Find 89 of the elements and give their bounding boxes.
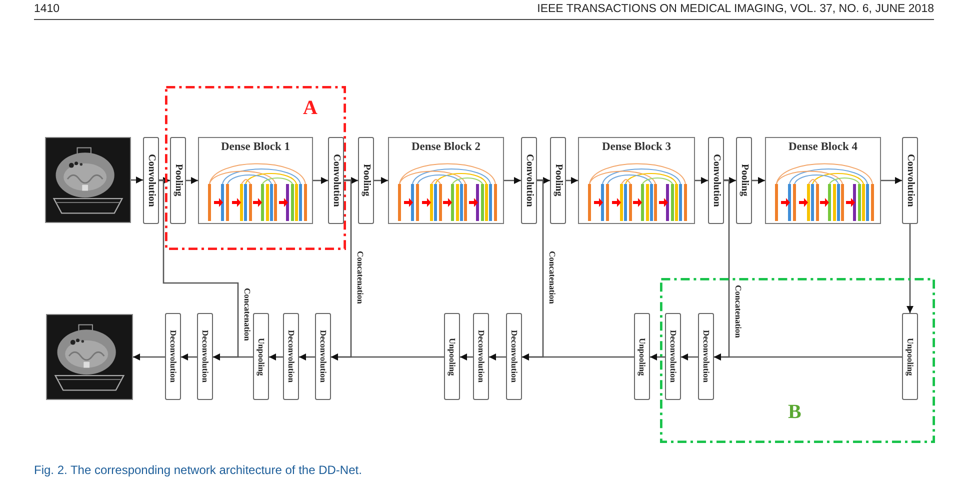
layer-box xyxy=(634,313,650,400)
layer-box xyxy=(521,137,537,224)
dash-dot-region xyxy=(660,278,935,443)
layer-box xyxy=(358,137,374,224)
layer-box xyxy=(473,313,489,400)
edge-label: Concatenation xyxy=(356,250,364,305)
region-label: A xyxy=(303,98,318,118)
layer-label: Unpooling xyxy=(448,338,456,376)
layer-label: Deconvolution xyxy=(510,330,518,383)
layer-box xyxy=(165,313,181,400)
layer-box xyxy=(315,313,331,400)
layer-label: Pooling xyxy=(173,164,183,197)
layer-label: Deconvolution xyxy=(702,330,710,383)
arrow xyxy=(650,354,665,360)
arrow xyxy=(752,177,765,184)
layer-box xyxy=(253,313,269,400)
layer-box xyxy=(283,313,299,400)
layer-box xyxy=(550,137,566,224)
arrow xyxy=(504,177,521,184)
layer-box xyxy=(143,137,159,224)
arrow xyxy=(331,179,352,360)
layer-label: Convolution xyxy=(146,154,156,207)
arrow xyxy=(299,354,315,360)
arrow xyxy=(566,177,578,184)
layer-box xyxy=(665,313,681,400)
arrow xyxy=(133,354,165,360)
dense-block-box xyxy=(198,137,313,224)
arrow xyxy=(714,179,730,360)
arrow xyxy=(460,354,473,360)
layer-box xyxy=(902,313,918,400)
block-title: Dense Block 1 xyxy=(220,142,291,154)
layer-label: Unpooling xyxy=(256,338,266,376)
layer-label: Deconvolution xyxy=(168,330,178,383)
layer-box xyxy=(170,137,186,224)
edge-label: Concatenation xyxy=(548,250,556,305)
dash-dot-region xyxy=(165,86,346,250)
arrow xyxy=(181,354,197,360)
layer-label: Convolution xyxy=(711,154,721,207)
edge-label: Concatenation xyxy=(243,287,252,342)
layer-label: Deconvolution xyxy=(318,330,328,383)
layer-box xyxy=(902,137,918,224)
dense-block-box xyxy=(388,137,504,224)
edge-label: Concatenation xyxy=(734,284,742,339)
arrow xyxy=(159,177,170,184)
layer-label: Deconvolution xyxy=(200,330,210,383)
arrow xyxy=(522,179,544,360)
layer-label: Deconvolution xyxy=(286,330,296,383)
arrow xyxy=(906,224,914,313)
layer-label: Pooling xyxy=(739,164,749,197)
arrow xyxy=(131,176,143,184)
arrow xyxy=(489,354,506,360)
layer-label: Unpooling xyxy=(906,338,914,376)
layer-box xyxy=(328,137,344,224)
layer-box xyxy=(708,137,724,224)
layer-label: Unpooling xyxy=(638,338,646,376)
layer-label: Convolution xyxy=(524,154,534,207)
arrow xyxy=(313,177,328,184)
arrow xyxy=(881,177,902,184)
layer-label: Pooling xyxy=(553,164,563,197)
layer-label: Deconvolution xyxy=(668,330,678,383)
figure-caption: Fig. 2. The corresponding network architecture of the DD-Net. xyxy=(34,463,362,477)
region-label: B xyxy=(788,402,802,422)
layer-box xyxy=(736,137,752,224)
arrow xyxy=(537,177,550,184)
arrow xyxy=(186,177,198,184)
page-number: 1410 xyxy=(34,3,60,15)
layer-box xyxy=(698,313,714,400)
layer-box xyxy=(444,313,460,400)
arrow xyxy=(269,354,283,360)
arrow xyxy=(681,354,698,360)
layer-box xyxy=(506,313,522,400)
arrow xyxy=(695,177,708,184)
layer-label: Deconvolution xyxy=(476,330,486,383)
arrow xyxy=(159,179,239,360)
ct-slice-picture xyxy=(45,137,131,223)
journal-header: IEEE TRANSACTIONS ON MEDICAL IMAGING, VOL. 37, NO. 6, JUNE 2018 xyxy=(537,3,934,15)
layer-label: Pooling xyxy=(361,164,371,197)
block-title: Dense Block 3 xyxy=(601,142,672,154)
block-title: Dense Block 2 xyxy=(410,142,482,154)
dense-block-box xyxy=(765,137,881,224)
ct-slice-picture xyxy=(46,314,133,400)
layer-box xyxy=(197,313,213,400)
arrow xyxy=(724,177,736,184)
arrow xyxy=(374,177,388,184)
block-title: Dense Block 4 xyxy=(788,142,858,154)
layer-label: Convolution xyxy=(331,154,341,207)
arrow xyxy=(344,177,358,184)
layer-label: Convolution xyxy=(905,154,915,207)
dense-block-box xyxy=(578,137,695,224)
